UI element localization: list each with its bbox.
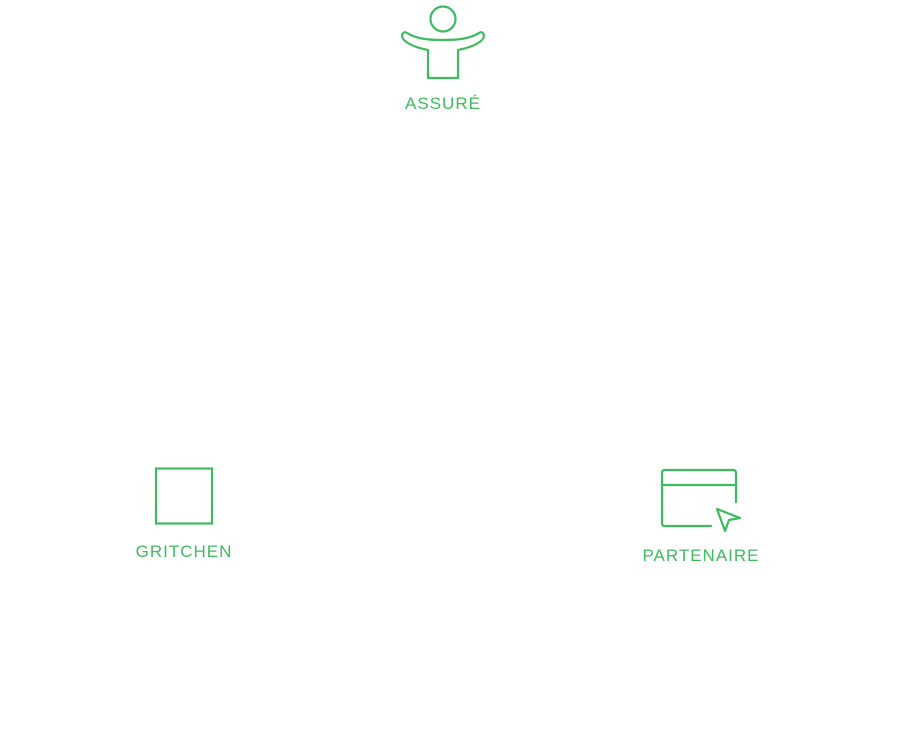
node-gritchen: GRITCHEN (124, 467, 244, 560)
person-icon (401, 5, 485, 80)
node-label-partenaire: PARTENAIRE (642, 546, 760, 565)
node-partenaire: PARTENAIRE (622, 468, 780, 565)
square-icon (154, 467, 214, 525)
browser-cursor-icon (660, 468, 742, 533)
node-label-assure: ASSURÉ (405, 94, 481, 113)
node-label-gritchen: GRITCHEN (135, 542, 233, 561)
node-assure: ASSURÉ (393, 5, 493, 112)
